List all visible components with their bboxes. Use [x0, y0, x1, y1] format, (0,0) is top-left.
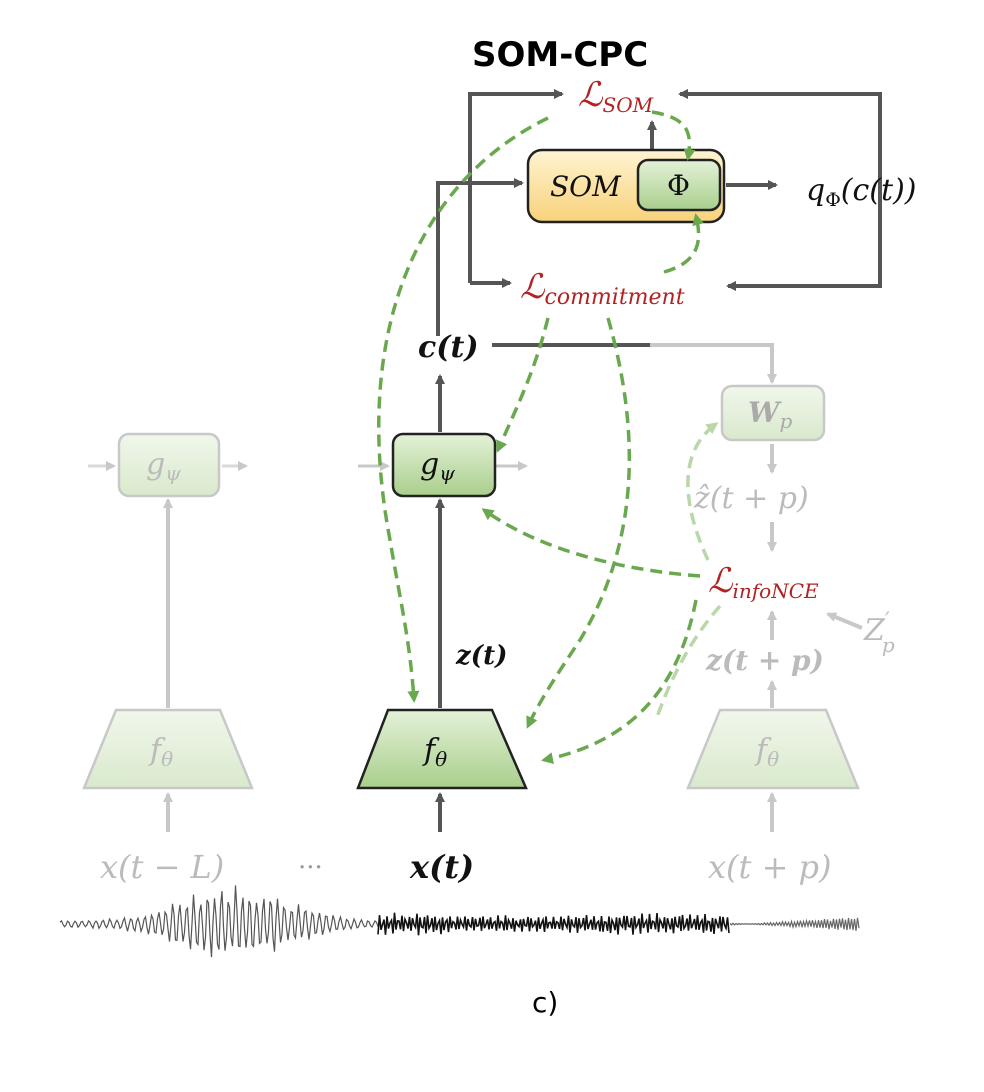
g-psi-label: gψ: [420, 447, 455, 485]
grad-linfonce-to-f: [541, 599, 698, 765]
diagram-title: SOM-CPC: [472, 35, 648, 75]
f-theta-left-encoder: [82, 708, 254, 790]
c-t-label: c(t): [418, 330, 479, 365]
grad-lsom-to-phi: [651, 110, 696, 161]
waveform-current-segment: [377, 912, 730, 936]
g-psi-left-label: gψ: [146, 447, 181, 485]
w-p-box: [720, 384, 826, 442]
waveform-future-segment: [729, 917, 860, 931]
f-theta-left-label: fθ: [148, 733, 173, 771]
g-psi-box: [391, 432, 497, 498]
w-p-label: Wp: [748, 396, 792, 433]
grad-lcommit-to-f: [526, 317, 632, 729]
grad-lsom-to-f: [377, 116, 549, 703]
x-t-label: x(t): [409, 848, 474, 886]
phi-box-label: Φ: [667, 169, 690, 202]
audio-waveform: [59, 885, 860, 958]
ellipsis: ···: [298, 853, 323, 883]
loss-som-label: ℒSOM: [578, 75, 654, 117]
z-hat-label: ẑ(t + p): [693, 481, 809, 516]
x-t-plus-p-label: x(t + p): [708, 848, 832, 886]
z-t-label: z(t): [455, 641, 507, 671]
grad-linfonce-to-right-f: [654, 604, 722, 721]
f-theta-encoder: [356, 708, 528, 790]
loss-infonce-label: ℒinfoNCE: [708, 561, 819, 603]
grad-lcommit-to-g: [496, 317, 550, 453]
grad-linfonce-to-wp: [686, 422, 719, 561]
x-t-minus-l-label: x(t − L): [100, 848, 224, 886]
som-loop-arrows: [436, 89, 882, 336]
g-psi-left-box: [117, 432, 221, 498]
figure-caption: c): [532, 986, 558, 1019]
f-theta-right-encoder: [686, 708, 860, 790]
grad-linfonce-to-g: [481, 508, 701, 578]
grad-lcommit-to-phi: [663, 213, 705, 274]
loss-commitment-label: ℒcommitment: [520, 267, 685, 310]
waveform-past-segment: [59, 885, 379, 958]
c-to-wp-arrow-ghost: [650, 343, 777, 384]
z-t-plus-p-label: z(t + p): [705, 644, 824, 677]
q-output-label: qΦ(c(t)): [806, 173, 916, 211]
som-box-label: SOM: [550, 170, 622, 203]
z-negatives-label: Z′p: [863, 609, 895, 657]
phi-box: [636, 158, 722, 212]
zneg-to-loss-arrow: [826, 612, 863, 630]
gradient-flow-arrows: [377, 110, 722, 765]
